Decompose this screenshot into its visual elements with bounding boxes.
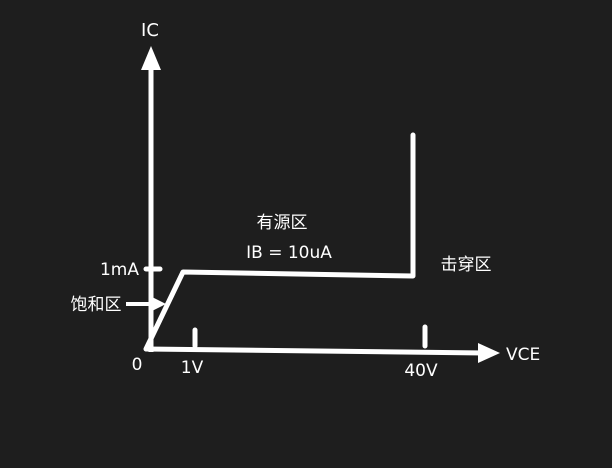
y-tick-label-1ma: 1mA (100, 260, 139, 280)
breakdown-region-label: 击穿区 (441, 255, 492, 275)
x-axis-line (145, 346, 485, 356)
x-axis-arrowhead (478, 343, 500, 363)
active-region-label: 有源区 (257, 213, 308, 233)
x-tick-label-1v: 1V (181, 358, 204, 378)
y-axis-label: IC (141, 20, 159, 41)
active-region-condition: IB = 10uA (246, 243, 332, 263)
characteristic-curve (143, 132, 416, 352)
saturation-region-label: 饱和区 (71, 295, 122, 315)
y-axis-arrowhead (141, 46, 161, 70)
x-axis-label: VCE (506, 345, 540, 365)
origin-label: 0 (132, 355, 143, 375)
x-tick-label-40v: 40V (404, 361, 438, 381)
saturation-pointer-arrowhead (150, 296, 166, 312)
